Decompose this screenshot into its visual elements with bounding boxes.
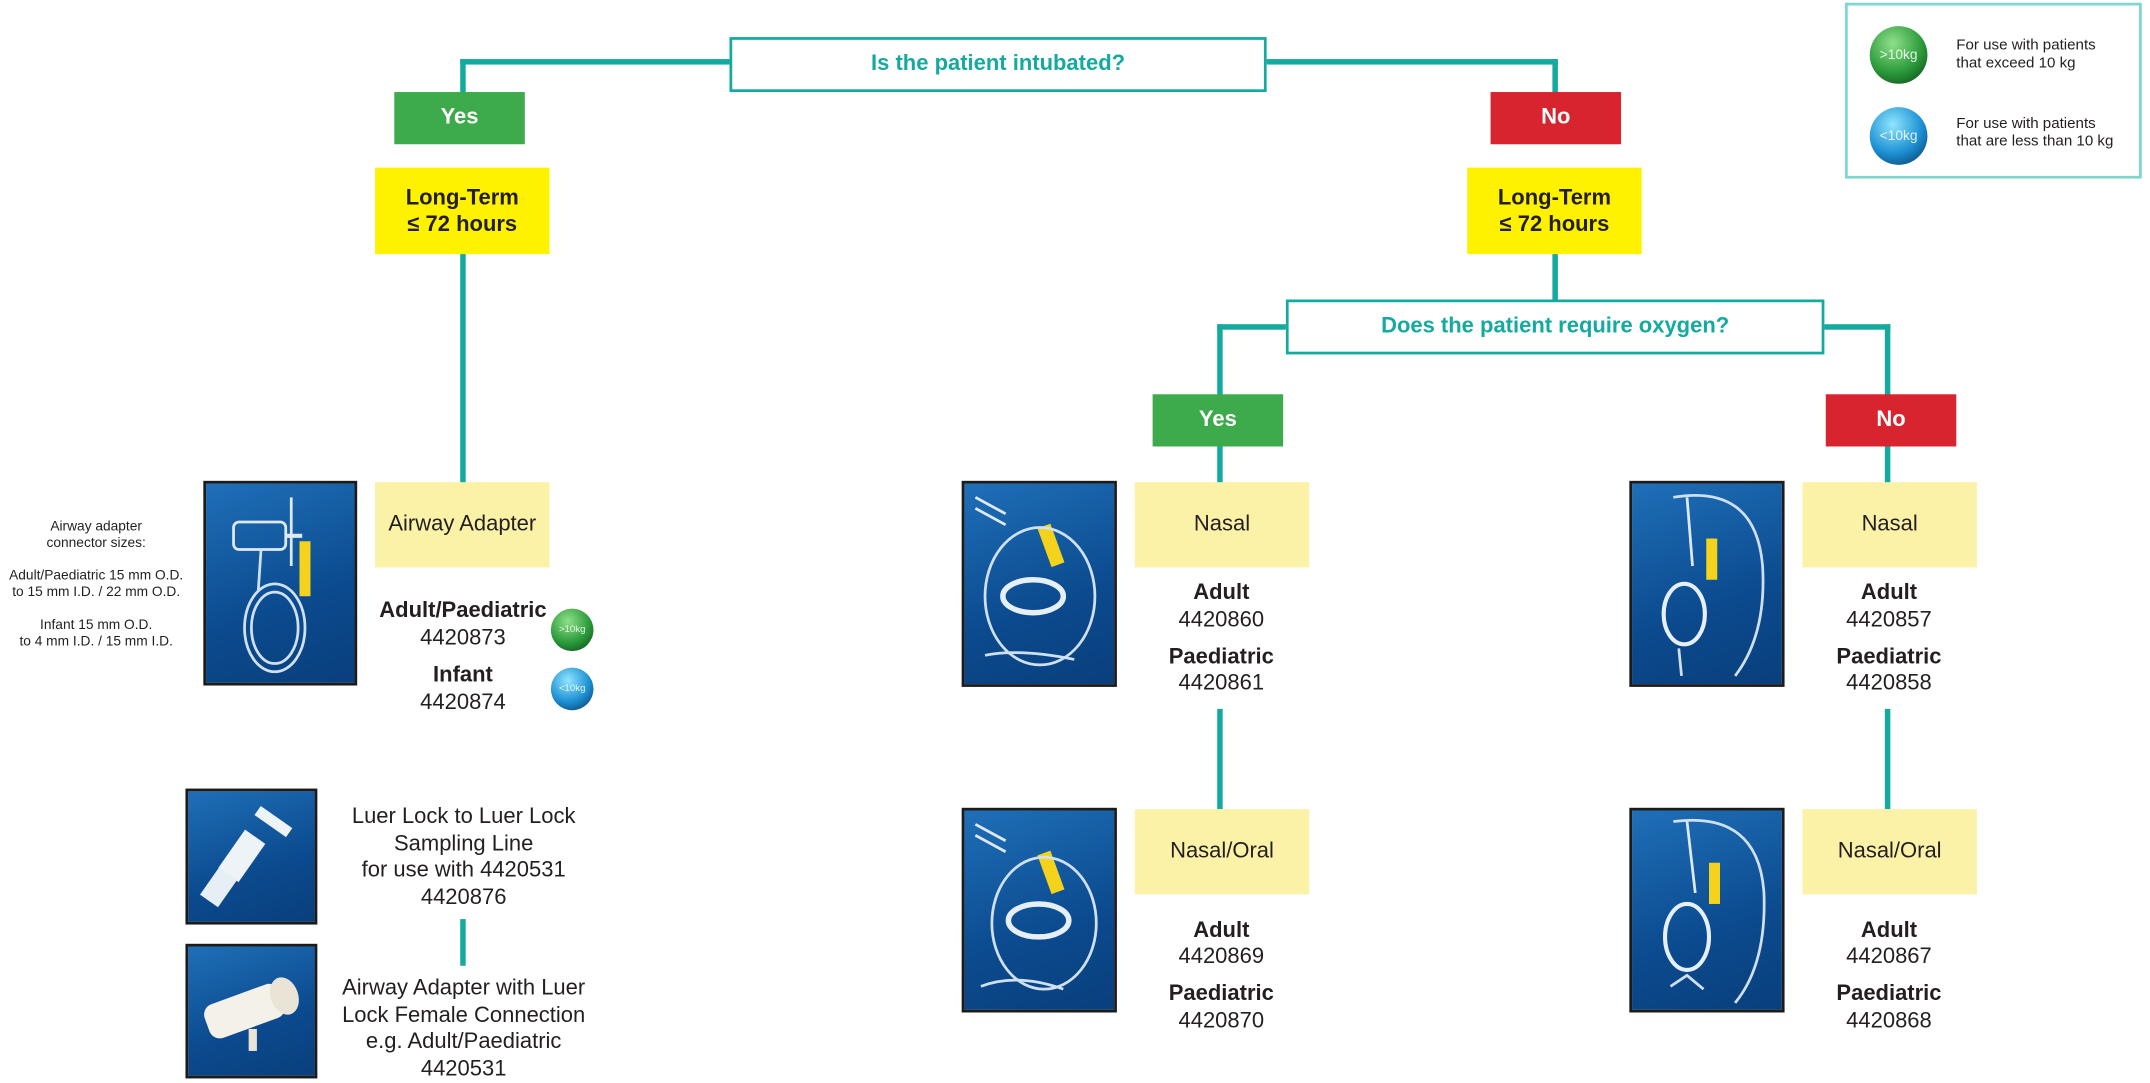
long-term-line1: Long-Term: [405, 186, 519, 210]
nasal-oral-yes-paed-label: Paediatric: [1168, 982, 1274, 1006]
connector-oxygen-left-down: [1217, 324, 1223, 396]
adapter-luer-code: 4420531: [420, 1057, 507, 1081]
nasal-yes-adult-label: Adult: [1193, 581, 1250, 605]
nasal-yes-paed-code: 4420861: [1178, 671, 1265, 696]
over-10kg-line1: For use with patients: [1956, 37, 2096, 54]
connector-right-down: [1552, 59, 1558, 94]
sampling-line-code: 4420876: [420, 885, 507, 909]
over-10kg-badge: >10kg: [550, 608, 594, 652]
nasal-no-adult-code: 4420857: [1846, 608, 1932, 632]
infant-code: 4420874: [420, 691, 506, 715]
airway-adapter-title: Airway Adapter: [375, 482, 550, 568]
nasal-oral-no-title: Nasal/Oral: [1802, 809, 1977, 895]
answer-no-intubated: No: [1490, 92, 1622, 145]
note-line: connector sizes:: [46, 535, 146, 551]
adapter-luer-image: [204, 977, 299, 1051]
answer-yes-oxygen: Yes: [1152, 394, 1284, 447]
weight-legend: >10kg For use with patients that exceed …: [1845, 2, 2142, 179]
under-10kg-badge: <10kg: [550, 667, 594, 711]
connector-sampling: [460, 919, 466, 966]
connector-yes-nasal-oral: [1217, 708, 1223, 810]
under-10kg-text: For use with patients that are less than…: [1956, 115, 2113, 151]
long-term-line1: Long-Term: [1497, 186, 1612, 210]
adapter-luer-2: Lock Female Connection: [342, 1003, 586, 1027]
airway-adapter-photo: [203, 480, 358, 686]
adult-paediatric-code: 4420873: [420, 626, 506, 650]
tubing-image: [232, 497, 311, 674]
note-line: to 4 mm I.D. / 15 mm I.D.: [19, 634, 173, 650]
adapter-luer-1: Airway Adapter with Luer: [342, 976, 586, 1001]
nasal-oral-no-adult-label: Adult: [1860, 919, 1918, 943]
note-line: to 15 mm I.D. / 22 mm O.D.: [12, 585, 181, 601]
nasal-oral-yes-adult-code: 4420869: [1178, 945, 1265, 969]
nasal-oral-yes-paed-code: 4420870: [1178, 1009, 1265, 1034]
nasal-oral-yes-title: Nasal/Oral: [1134, 809, 1310, 895]
sampling-line-2: Sampling Line: [394, 831, 534, 856]
long-term-right: Long-Term ≤ 72 hours: [1467, 167, 1642, 255]
connector-left-main: [460, 252, 466, 484]
long-term-line2: ≤ 72 hours: [407, 212, 518, 236]
over-10kg-badge: >10kg: [1869, 26, 1928, 84]
note-line: Airway adapter: [50, 519, 142, 535]
connector-no-nasal: [1884, 445, 1891, 484]
luer-connector-image: [199, 805, 293, 908]
nasal-yes-photo: [961, 480, 1117, 687]
nasal-oral-no-paed-code: 4420868: [1846, 1009, 1932, 1034]
nasal-no-paed-code: 4420858: [1846, 671, 1932, 696]
nasal-oral-no-paed-label: Paediatric: [1836, 982, 1942, 1006]
over-10kg-text: For use with patients that exceed 10 kg: [1956, 37, 2095, 73]
sampling-line-1: Luer Lock to Luer Lock: [351, 805, 576, 829]
cannula-image: [974, 496, 1097, 667]
nasal-yes-paed-label: Paediatric: [1168, 645, 1274, 670]
connector-right-main: [1552, 252, 1558, 303]
nasal-oral-yes-photo: [961, 807, 1117, 1013]
nasal-yes-adult-code: 4420860: [1178, 608, 1265, 632]
cannula-image: [1661, 493, 1765, 677]
under-10kg-badge: <10kg: [1869, 107, 1928, 165]
adapter-luer-text: Airway Adapter with Luer Lock Female Con…: [330, 975, 598, 1082]
sampling-line-3: for use with 4420531: [361, 858, 566, 882]
adapter-luer-3: e.g. Adult/Paediatric: [365, 1030, 562, 1054]
airway-sizes-note: Airway adapter connector sizes: Adult/Pa…: [0, 519, 192, 651]
connector-yes-nasal: [1217, 445, 1223, 484]
question-oxygen: Does the patient require oxygen?: [1285, 299, 1825, 355]
long-term-line2: ≤ 72 hours: [1499, 212, 1610, 236]
nasal-no-title: Nasal: [1802, 482, 1977, 568]
connector-oxygen-right: [1821, 324, 1891, 330]
note-line: Infant 15 mm O.D.: [40, 618, 153, 634]
long-term-left: Long-Term ≤ 72 hours: [375, 167, 550, 255]
connector-top-left: [460, 59, 731, 65]
nasal-no-photo: [1629, 480, 1785, 687]
infant-label: Infant: [433, 663, 493, 687]
adapter-luer-photo: [185, 943, 318, 1079]
nasal-no-paed-label: Paediatric: [1836, 645, 1942, 670]
adult-paediatric-label: Adult/Paediatric: [379, 598, 547, 623]
question-intubated: Is the patient intubated?: [729, 37, 1267, 93]
connector-top-right: [1263, 59, 1558, 65]
over-10kg-line2: that exceed 10 kg: [1956, 54, 2076, 72]
connector-no-nasal-oral: [1884, 708, 1891, 810]
nasal-no-adult-label: Adult: [1860, 581, 1918, 605]
sampling-line-text: Luer Lock to Luer Lock Sampling Line for…: [330, 804, 598, 911]
sampling-line-photo: [185, 788, 318, 925]
note-line: Adult/Paediatric 15 mm O.D.: [9, 568, 184, 584]
cannula-oral-image: [1662, 818, 1766, 1004]
cannula-oral-image: [974, 823, 1098, 991]
nasal-oral-yes-adult-label: Adult: [1193, 919, 1250, 943]
answer-yes-intubated: Yes: [394, 92, 525, 145]
answer-no-oxygen: No: [1825, 394, 1957, 447]
under-10kg-line1: For use with patients: [1956, 115, 2096, 132]
nasal-oral-no-photo: [1629, 807, 1785, 1013]
connector-left-down: [460, 59, 466, 94]
connector-oxygen-right-down: [1884, 324, 1891, 396]
nasal-yes-title: Nasal: [1134, 482, 1310, 568]
connector-oxygen-left: [1217, 324, 1289, 330]
nasal-oral-no-adult-code: 4420867: [1846, 945, 1932, 969]
under-10kg-line2: that are less than 10 kg: [1956, 133, 2114, 150]
